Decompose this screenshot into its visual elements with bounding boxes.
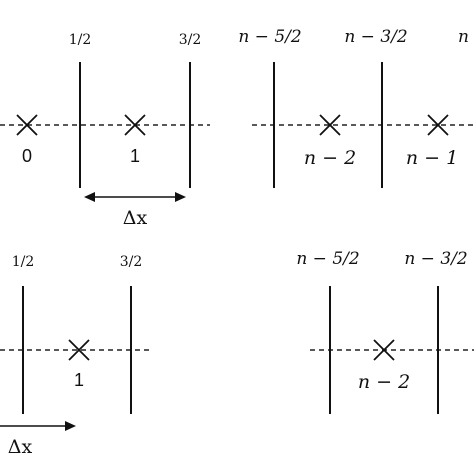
top-cell-label-1: 1 xyxy=(130,146,140,166)
bottom-node-1-marker xyxy=(68,339,90,361)
top-face-label-n-three-halves: n − 3/2 xyxy=(344,27,407,47)
bottom-grid: 1 n − 2 1/2 3/2 n − 5/2 n − 3/2 Δx xyxy=(0,249,474,458)
top-node-n-1-marker xyxy=(427,114,449,136)
bottom-dx-arrow xyxy=(0,421,76,431)
top-dx-arrow xyxy=(84,192,186,202)
top-dx-label: Δx xyxy=(123,207,148,229)
top-node-n-2-marker xyxy=(319,114,341,136)
top-cell-label-n-1: n − 1 xyxy=(406,147,458,169)
bottom-node-n-2-marker xyxy=(373,339,395,361)
bottom-face-label-three-halves: 3/2 xyxy=(120,254,143,270)
top-face-label-three-halves: 3/2 xyxy=(179,32,202,48)
top-grid: 0 1 n − 2 n − 1 1/2 3/2 n − 5/2 n − 3/2 … xyxy=(0,27,474,229)
top-face-label-n-clipped: n xyxy=(458,27,469,47)
bottom-cell-label-1: 1 xyxy=(74,370,84,390)
top-face-label-half: 1/2 xyxy=(69,32,92,48)
top-node-0-marker xyxy=(16,114,38,136)
bottom-dx-label: Δx xyxy=(8,436,33,458)
bottom-face-label-n-five-halves: n − 5/2 xyxy=(296,249,359,269)
top-cell-label-n-2: n − 2 xyxy=(304,147,356,169)
top-cell-label-0: 0 xyxy=(22,146,32,166)
top-node-1-marker xyxy=(124,114,146,136)
bottom-cell-label-n-2: n − 2 xyxy=(358,371,410,393)
top-face-label-n-five-halves: n − 5/2 xyxy=(238,27,301,47)
bottom-face-label-half: 1/2 xyxy=(12,254,35,270)
bottom-face-label-n-three-halves: n − 3/2 xyxy=(404,249,467,269)
